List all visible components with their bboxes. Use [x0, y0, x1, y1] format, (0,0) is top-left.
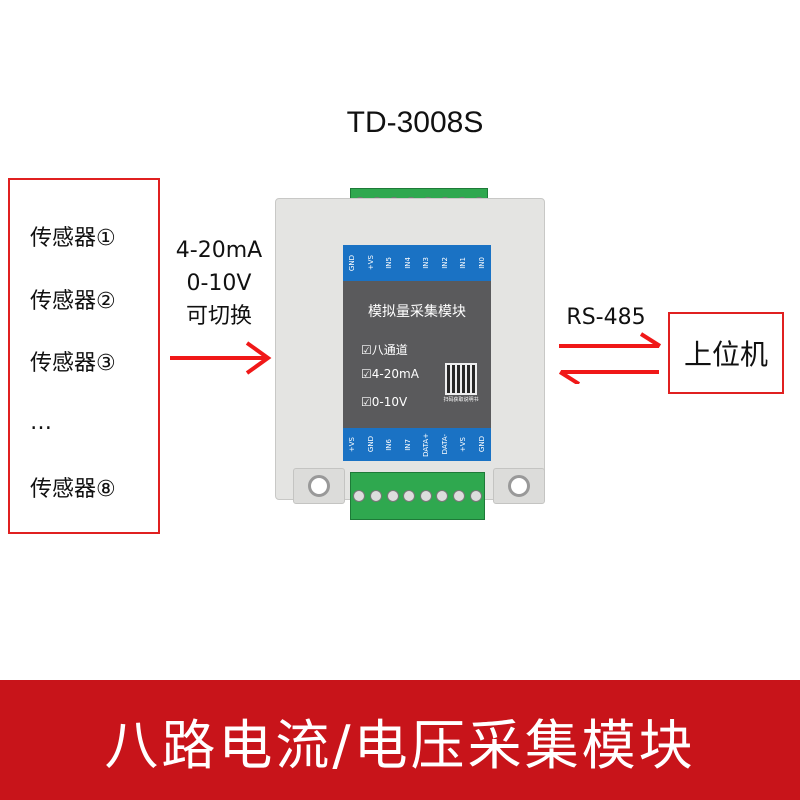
- pin-label: DATA+: [422, 432, 431, 457]
- product-model-title: TD-3008S: [346, 106, 484, 139]
- checkbox-checked-icon: ☑: [361, 395, 372, 409]
- pin-label: IN2: [440, 257, 449, 269]
- sensor-ellipsis: …: [30, 410, 52, 435]
- product-banner: 八路电流/电压采集模块: [0, 680, 800, 800]
- top-pin-strip: GND +VS IN5 IN4 IN3 IN2 IN1 IN0: [343, 245, 491, 281]
- label-voltage: 0-10V: [186, 271, 252, 296]
- sensor-item: 传感器②: [30, 289, 116, 314]
- bottom-pin-strip: +VS GND IN6 IN7 DATA+ DATA- +VS GND: [343, 428, 491, 461]
- feature-item: ☑4-20mA: [361, 367, 419, 381]
- mount-ear: [293, 468, 345, 504]
- mount-ear: [493, 468, 545, 504]
- protocol-label: RS-485: [566, 305, 646, 330]
- sensor-item: 传感器①: [30, 226, 116, 251]
- pin-label: IN5: [385, 257, 394, 269]
- host-computer-box: 上位机: [668, 312, 784, 394]
- input-type-labels: 4-20mA 0-10V 可切换: [160, 234, 278, 333]
- checkbox-checked-icon: ☑: [361, 367, 372, 381]
- pin-label: +VS: [459, 436, 468, 453]
- label-switchable: 可切换: [185, 304, 252, 329]
- feature-label: 0-10V: [371, 395, 408, 409]
- module-panel: GND +VS IN5 IN4 IN3 IN2 IN1 IN0 模拟量采集模块 …: [343, 245, 491, 461]
- pin-label: IN1: [459, 257, 468, 269]
- bottom-terminal-block: [350, 472, 485, 520]
- feature-label: 八通道: [371, 343, 408, 357]
- sensor-item: 传感器⑧: [30, 477, 116, 502]
- pin-label: +VS: [348, 436, 357, 453]
- feature-item: ☑0-10V: [361, 395, 407, 409]
- arrow-right-icon: [170, 341, 272, 375]
- sensor-list-box: 传感器① 传感器② 传感器③ … 传感器⑧: [8, 178, 160, 534]
- bidirectional-arrow-icon: [558, 332, 662, 384]
- checkbox-checked-icon: ☑: [361, 343, 372, 357]
- pin-label: GND: [366, 436, 375, 453]
- pin-label: IN0: [477, 257, 486, 269]
- pin-label: IN7: [403, 438, 412, 451]
- pin-label: IN6: [385, 438, 394, 451]
- module-name: 模拟量采集模块: [368, 304, 466, 320]
- qr-code: [445, 363, 477, 395]
- pin-label: +VS: [366, 255, 375, 271]
- feature-item: ☑八通道: [361, 341, 408, 358]
- pin-label: IN4: [403, 257, 412, 269]
- feature-label: 4-20mA: [371, 367, 419, 381]
- qr-caption: 扫码获取说明书: [443, 397, 479, 403]
- sensor-item: 传感器③: [30, 351, 116, 376]
- pin-label: GND: [477, 436, 486, 453]
- pin-label: GND: [348, 254, 357, 272]
- pin-label: IN3: [422, 257, 431, 269]
- label-current: 4-20mA: [175, 238, 263, 263]
- pin-label: DATA-: [440, 434, 449, 455]
